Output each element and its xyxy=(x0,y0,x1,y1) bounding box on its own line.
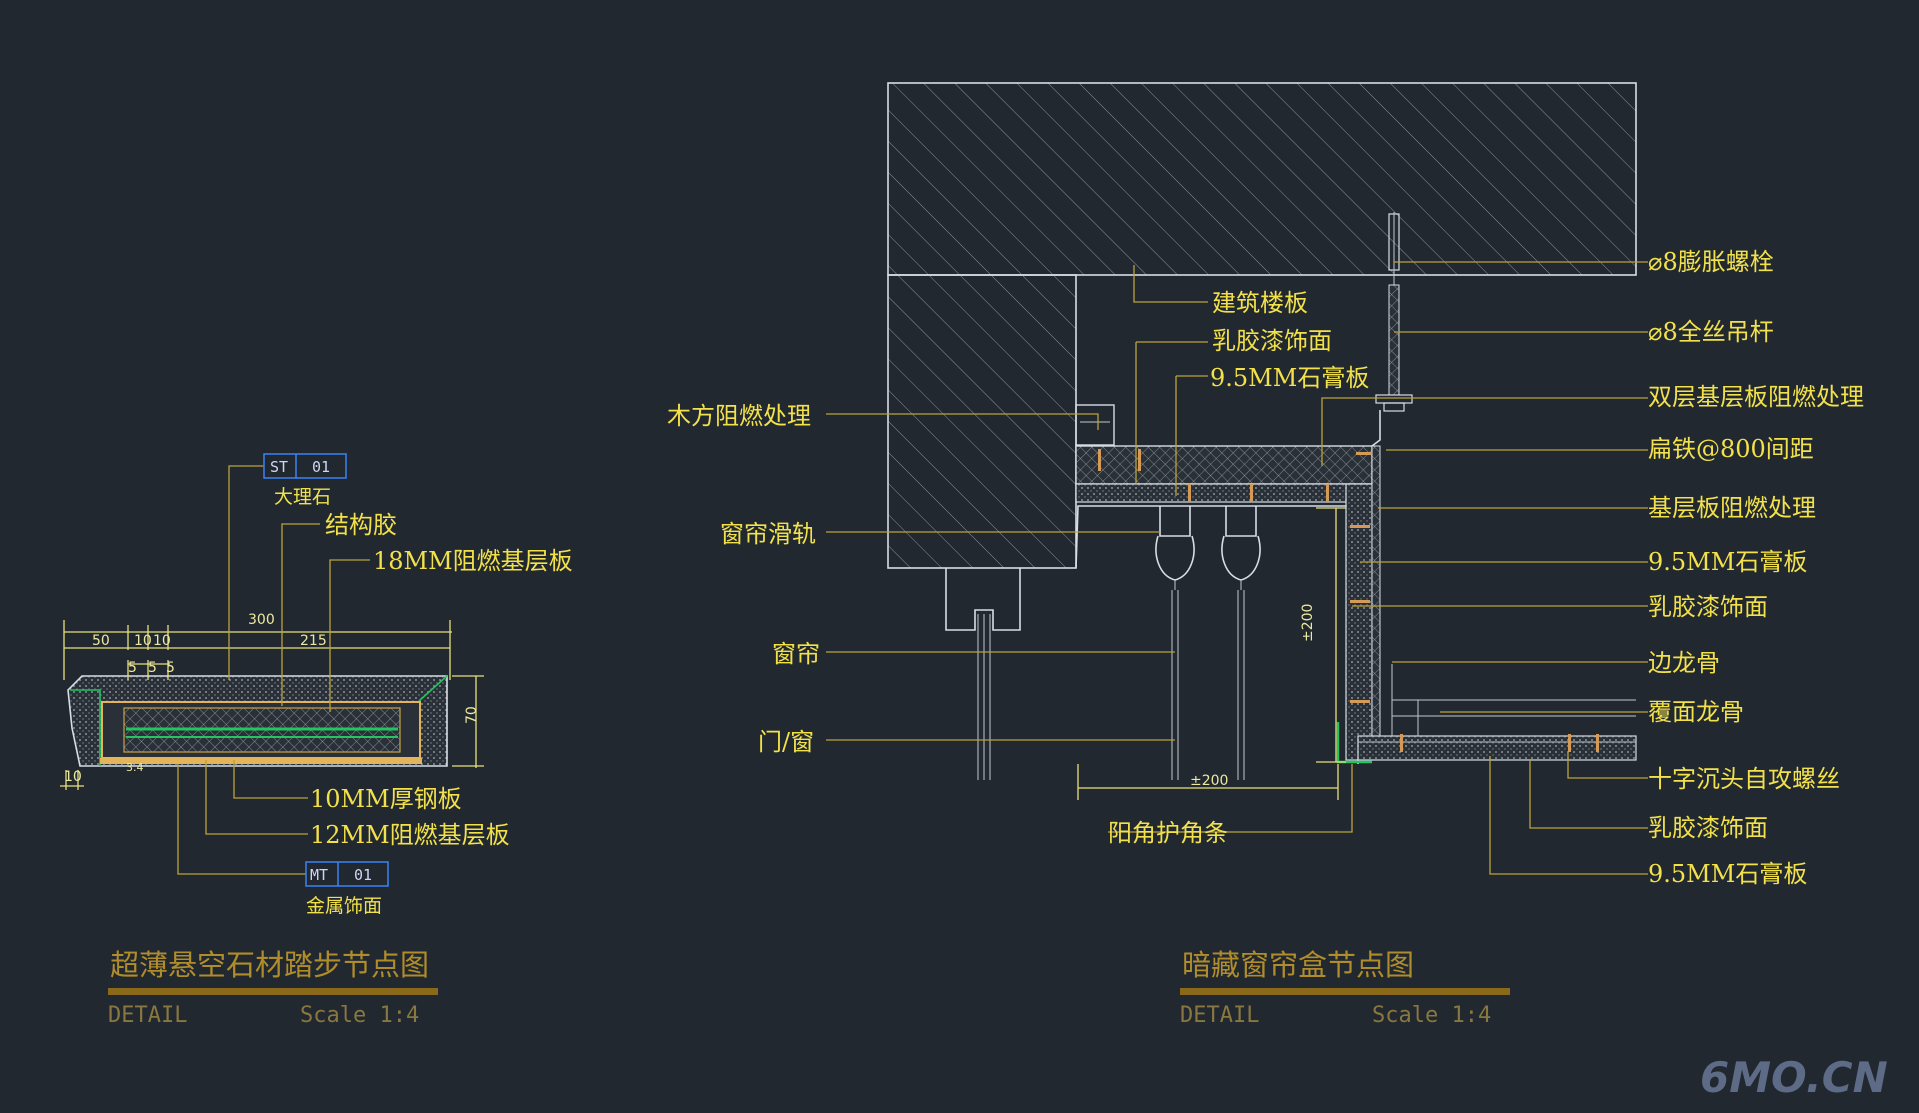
label-building-slab: 建筑楼板 xyxy=(1212,289,1308,317)
label-flat-iron: 扁铁@800间距 xyxy=(1648,435,1814,463)
label-base-board: 基层板阻燃处理 xyxy=(1648,494,1816,522)
label-curtain: 窗帘 xyxy=(772,640,820,668)
building-slab xyxy=(887,82,1637,276)
dim-h-200: ±200 xyxy=(1300,604,1316,642)
right-detail-label: DETAIL xyxy=(1180,1003,1259,1028)
gypsum-bottom xyxy=(1357,735,1637,761)
label-latex-right-1: 乳胶漆饰面 xyxy=(1648,593,1768,621)
label-curtain-rail: 窗帘滑轨 xyxy=(720,520,816,548)
right-dimensions xyxy=(1077,507,1346,800)
label-gypsum-mid: 9.5MM石膏板 xyxy=(1210,364,1369,392)
tag-mt-code: MT xyxy=(310,866,328,884)
tag-mt-caption: 金属饰面 xyxy=(306,895,382,917)
curtain-track-2 xyxy=(1221,506,1261,780)
label-expansion-bolt: ⌀8膨胀螺栓 xyxy=(1648,248,1774,276)
dim-215: 215 xyxy=(300,633,327,649)
dim-50: 50 xyxy=(92,633,110,649)
dim-10a: 10 xyxy=(134,633,152,649)
wood-block xyxy=(1075,404,1115,446)
double-base-board xyxy=(1075,445,1373,485)
label-latex-right-2: 乳胶漆饰面 xyxy=(1648,814,1768,842)
label-cross-screw: 十字沉头自攻螺丝 xyxy=(1648,765,1840,793)
tag-st-caption: 大理石 xyxy=(274,486,331,508)
label-edge-keel: 边龙骨 xyxy=(1648,649,1720,677)
tag-st01: ST 01 大理石 xyxy=(263,453,347,508)
curtain-track-1 xyxy=(1155,506,1195,780)
left-title: 超薄悬空石材踏步节点图 xyxy=(110,948,429,982)
expansion-bolt-and-rod xyxy=(1371,212,1413,447)
label-18mm-board: 18MM阻燃基层板 xyxy=(373,547,573,575)
dim-70: 70 xyxy=(464,706,480,724)
wall-beam xyxy=(887,274,1077,569)
label-latex-paint: 乳胶漆饰面 xyxy=(1212,327,1332,355)
left-edge-green xyxy=(70,689,101,766)
tag-st-code: ST xyxy=(270,458,288,476)
tag-mt-num: 01 xyxy=(354,866,372,884)
label-door-window: 门/窗 xyxy=(758,728,814,756)
dim-5a: 5 xyxy=(128,660,137,676)
label-wood-fireproof: 木方阻燃处理 xyxy=(667,402,811,430)
dim-10c: 10 xyxy=(64,769,82,785)
metal-finish-strip xyxy=(100,758,422,764)
left-title-underline xyxy=(108,988,438,995)
base-board-side xyxy=(1371,445,1381,761)
dim-5b: 5 xyxy=(148,660,157,676)
label-double-base-board: 双层基层板阻燃处理 xyxy=(1648,383,1864,411)
tag-st-num: 01 xyxy=(312,458,330,476)
watermark: 6MO.CN xyxy=(1700,1053,1888,1102)
dim-5c: 5 xyxy=(166,660,175,676)
label-gypsum-right-2: 9.5MM石膏板 xyxy=(1648,860,1807,888)
window-frame xyxy=(945,568,1021,631)
left-top-dimensions xyxy=(63,620,452,680)
label-10mm-steel: 10MM厚钢板 xyxy=(310,785,462,813)
label-threaded-rod: ⌀8全丝吊杆 xyxy=(1648,318,1774,346)
left-scale-label: Scale 1:4 xyxy=(300,1003,419,1028)
label-corner-guard: 阳角护角条 xyxy=(1108,819,1228,847)
right-detail: ±200 ±200 木方阻燃处理 窗帘滑轨 窗帘 门/窗 建筑楼板 xyxy=(667,82,1864,1028)
right-scale-label: Scale 1:4 xyxy=(1372,1003,1491,1028)
label-gypsum-right-1: 9.5MM石膏板 xyxy=(1648,548,1807,576)
left-detail-label: DETAIL xyxy=(108,1003,187,1028)
screw-markers xyxy=(1098,449,1599,752)
label-cover-keel: 覆面龙骨 xyxy=(1648,698,1744,726)
dim-3-4: 3.4 xyxy=(126,761,144,774)
label-12mm-board: 12MM阻燃基层板 xyxy=(310,821,510,849)
left-detail: 300 50 10 10 215 5 5 5 70 10 3.4 ST 01 xyxy=(60,453,573,1028)
dim-300: 300 xyxy=(248,612,275,628)
tag-mt01: MT 01 金属饰面 xyxy=(305,861,389,917)
dim-w-200: ±200 xyxy=(1190,773,1228,789)
right-title: 暗藏窗帘盒节点图 xyxy=(1182,948,1414,982)
right-title-underline xyxy=(1180,988,1510,995)
dim-10b: 10 xyxy=(153,633,171,649)
label-structural-glue: 结构胶 xyxy=(325,511,397,539)
